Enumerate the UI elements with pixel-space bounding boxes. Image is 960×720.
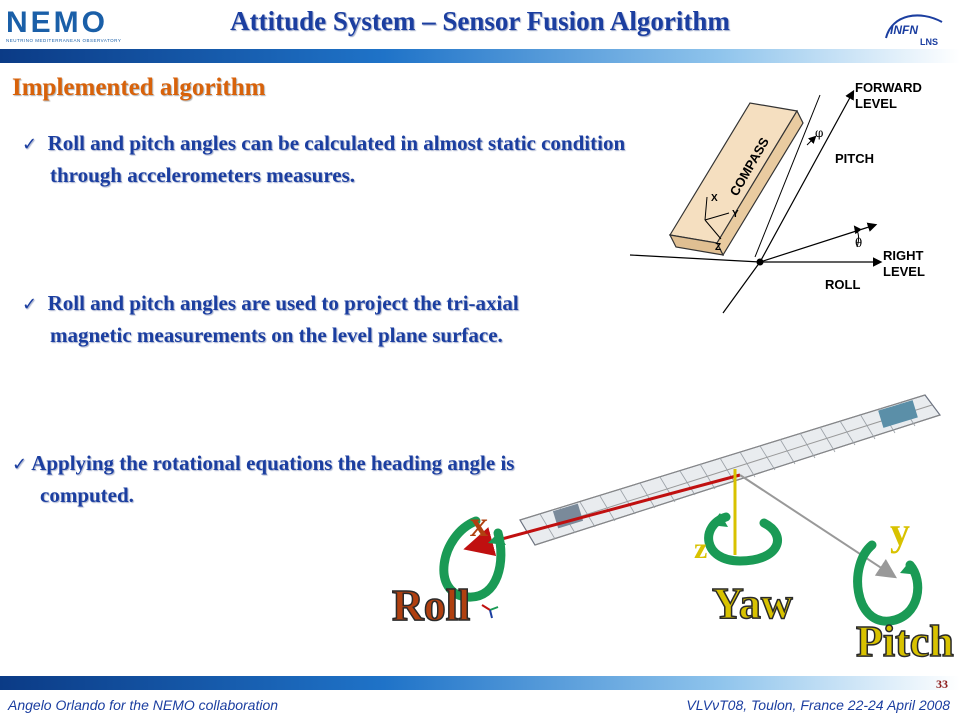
infn-logo-text: INFN [890, 23, 918, 37]
right-label: RIGHT [883, 248, 924, 263]
checkmark-icon: ✓ [12, 454, 28, 475]
pitch-label: PITCH [835, 151, 874, 166]
bullet-text: Roll and pitch angles can be calculated … [47, 131, 626, 187]
section-heading: Implemented algorithm [12, 74, 266, 101]
compass-diagram: X Y Z COMPASS FORWARD LEVEL PITCH φ θ RI… [625, 75, 945, 320]
infn-logo: INFN LNS [880, 8, 950, 48]
nemo-logo: NEMO NEUTRINO MEDITERRANEAN OBSERVATORY [6, 6, 146, 44]
theta-symbol: θ [855, 236, 862, 250]
compass-axis-y-label: Y [732, 209, 739, 220]
yaw-caption: Yaw [711, 578, 793, 629]
compass-axis-z-label: Z [715, 242, 721, 253]
slide-title: Attitude System – Sensor Fusion Algorith… [230, 6, 730, 36]
frame-diagram [380, 385, 960, 675]
forward-level-label: LEVEL [855, 96, 897, 111]
compass-axis-x-label: X [711, 193, 718, 204]
pitch-caption: Pitch [855, 616, 954, 667]
nemo-logo-word: NEMO [6, 6, 108, 39]
bullet-text: Applying the rotational equations the he… [31, 451, 515, 507]
roll-caption: Roll [391, 580, 471, 631]
bullet-text: Roll and pitch angles are used to projec… [47, 291, 519, 347]
lns-logo-text: LNS [920, 37, 938, 47]
footer-divider-bar [0, 676, 960, 690]
forward-label: FORWARD [855, 80, 922, 95]
checkmark-icon: ✓ [22, 134, 38, 155]
roll-label: ROLL [825, 277, 860, 292]
footer-author: Angelo Orlando for the NEMO collaboratio… [8, 697, 279, 713]
header-divider-bar [0, 49, 960, 63]
axis-z-label: z [694, 532, 708, 565]
bullet-item: ✓ Roll and pitch angles are used to proj… [22, 288, 582, 350]
axis-y-label: y [890, 509, 910, 554]
footer-event: VLVνT08, Toulon, France 22-24 April 2008 [686, 697, 950, 713]
nemo-logo-tagline: NEUTRINO MEDITERRANEAN OBSERVATORY [6, 38, 122, 43]
slide-number: 33 [936, 677, 948, 691]
axis-x-label: x [470, 504, 488, 544]
checkmark-icon: ✓ [22, 294, 38, 315]
right-level-label: LEVEL [883, 264, 925, 279]
phi-symbol: φ [815, 126, 823, 140]
bullet-item: ✓ Applying the rotational equations the … [12, 448, 592, 510]
bullet-item: ✓ Roll and pitch angles can be calculate… [22, 128, 632, 190]
